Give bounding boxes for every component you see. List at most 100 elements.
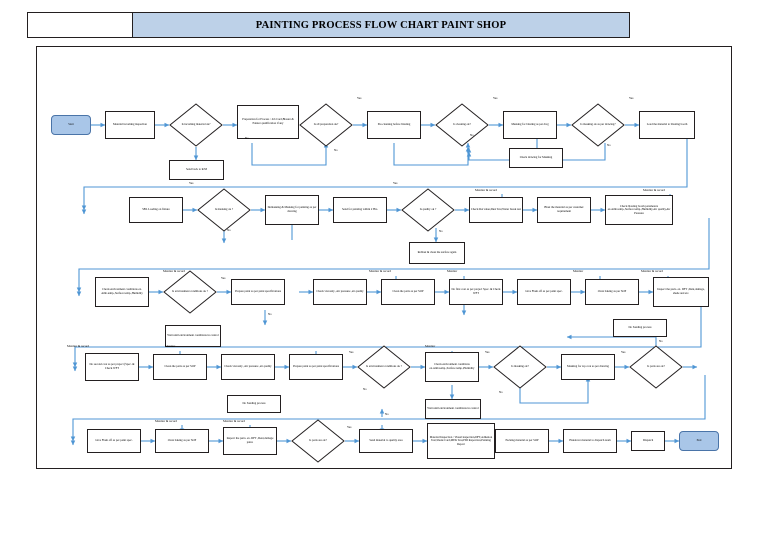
node-give-flash-off-row3[interactable]: Give Flash off as per paint spec. [517,279,571,305]
node-is-incoming-material-ok[interactable]: Is incoming material ok? [169,103,223,147]
node-dispatch[interactable]: Dispatch [631,431,665,451]
node-masking-for-top-coat[interactable]: Masking for top coat as per drawing [561,354,615,380]
decision-label: Is environment conditions ok ? [366,364,402,369]
decision-label: Is incoming material ok? [181,122,211,127]
node-do-second-coat[interactable]: Do second coat as per project (Spec. & C… [85,353,139,381]
edge-label-no-7: No [268,312,272,316]
edge-label-yes-4: Yes [189,181,194,185]
node-is-masking-ok-row2[interactable]: Is masking ok ? [197,188,251,232]
edge-label-yes-7: Yes [349,350,354,354]
decision-label: Is cleaning ok? [453,122,471,127]
edge-label-no-6: No [439,229,443,233]
edge-label-yes-2: Yes [493,96,498,100]
decision-label: Is masking ok ? [214,207,234,212]
edge-label-no-10: No [659,339,663,343]
node-demasking-and-masking-for-painting[interactable]: Demasking & Masking for painting as per … [265,195,319,225]
node-prepare-paint-row3[interactable]: Prepare paint as per paint specification… [231,279,285,305]
node-do-sanding-process-row4[interactable]: Do Sanding process [613,319,667,337]
edge-label-yes-1: Yes [357,96,362,100]
decision-label: Is all preparation ok? [313,122,339,127]
annotation-monitor-record-9: Monitor & record [223,419,245,423]
node-clean-the-parts-row3[interactable]: Clean the parts as per SOP [381,279,435,305]
node-send-for-painting-within-2hrs[interactable]: Send for painting within 2 Hrs. [333,197,387,223]
edge-label-no-11: No [385,412,389,416]
node-sbl-loading-on-fixture[interactable]: SBL Loading on fixture [129,197,183,223]
flowchart-canvas: Start Material incoming inspection Is in… [36,46,732,469]
node-start[interactable]: Start [51,115,91,135]
node-wait-until-env-conditions-row3[interactable]: Wait until environment conditions in con… [165,325,221,347]
node-do-sanding-process-row5[interactable]: Do Sanding process [227,395,281,413]
edge-label-no-8: No [363,387,367,391]
edge-label-no-3: No [470,133,474,137]
node-packing-material[interactable]: Packing material as per SOP [495,429,549,453]
annotation-monitor-1: Monitor [447,269,458,273]
node-load-material-to-blasting-booth[interactable]: Load the material to blasting booth [639,111,695,139]
node-material-inspection[interactable]: Material Inspection : Visual inspection,… [427,423,495,459]
node-prepare-paint-row4[interactable]: Prepare paint as per paint specification… [289,354,343,380]
annotation-monitor-record-5: Monitor [573,269,584,273]
title-bar: PAINTING PROCESS FLOW CHART PAINT SHOP [27,12,630,38]
decision-label: Is masking ok? [511,364,529,369]
node-oven-baking-row5[interactable]: Oven baking as per SOP [155,429,209,453]
annotation-monitor-3: Monitor [165,344,176,348]
node-send-material-to-quality-area[interactable]: Send material to quality area [359,429,413,453]
node-clean-the-parts-row4[interactable]: Clean the parts as per SOP [153,354,207,380]
edge-label-no-4: No [607,143,611,147]
node-inspect-the-parts-row5[interactable]: Inspect the parts. ex. DFT ,Dent,damage … [223,427,277,455]
node-check-drawing-for-masking[interactable]: Check drawing for Masking [509,148,563,168]
node-inspect-the-parts-row3[interactable]: Inspect the parts. ex. DFT ,Dent,damage,… [653,277,709,307]
node-masking-for-blasting[interactable]: Masking for blasting as per dwg [503,111,557,139]
node-check-ra-value-dust-test[interactable]: Check RA value,Dust Test,Water break tes… [469,197,523,223]
node-is-cleaning-ok[interactable]: Is cleaning ok? [435,103,489,147]
annotation-monitor-record-8: Monitor & record [155,419,177,423]
node-check-viscosity-row4[interactable]: Check viscosity ,Air pressure ,air quali… [221,354,275,380]
node-is-environment-conditions-ok-row3[interactable]: Is environment conditions ok ? [163,270,217,314]
edge-label-no-5: No [227,228,231,232]
node-wait-until-env-conditions-row4[interactable]: Wait until environment conditions in con… [425,399,481,419]
node-is-parts-are-ok-row4[interactable]: Is parts are ok? [629,345,683,389]
annotation-monitor-record-3: Monitor & record [163,269,185,273]
annotation-monitor-record-2: Monitor & record [643,188,665,192]
decision-label: Is masking ok as per drawing? [580,122,616,127]
decision-label: Is quality ok ? [419,207,437,212]
node-check-environment-conditions-row3[interactable]: Check environment conditions ex. Amb.tem… [95,277,149,307]
node-check-blasting-booth-parameters[interactable]: Check blasting booth parameters ex.Amb.t… [605,195,673,225]
edge-label-no-1: No [245,136,249,140]
edge-label-yes-6: Yes [221,276,226,280]
node-reblast-and-clean-surface[interactable]: Reblast & clean the surface again [409,242,465,264]
page-title: PAINTING PROCESS FLOW CHART PAINT SHOP [133,13,629,37]
node-is-environment-conditions-ok-row4[interactable]: Is environment conditions ok ? [357,345,411,389]
edge-label-yes-10: Yes [347,425,352,429]
node-check-viscosity-row3[interactable]: Check viscosity ,Air pressure ,air quali… [313,279,367,305]
node-give-flash-off-row5[interactable]: Give Flash off as per paint spec. [87,429,141,453]
node-check-environment-conditions-row4[interactable]: Check environment conditions ex.Amb.temp… [425,352,479,382]
node-oven-baking-row3[interactable]: Oven baking as per SOP [585,279,639,305]
node-is-all-preparation-ok[interactable]: Is all preparation ok? [299,103,353,147]
annotation-monitor-record-6: Monitor & record [641,269,663,273]
decision-label: Is parts are ok? [647,364,665,369]
edge-label-yes-5: Yes [393,181,398,185]
edge-label-yes-8: Yes [485,350,490,354]
edge-label-no-9: No [499,390,503,394]
node-blast-material-per-customer-req[interactable]: Blast the material as per customer requi… [537,197,591,223]
title-bar-left-cell [28,13,133,37]
node-preparation-for-process[interactable]: Preparation for Process : Job Card,Blast… [237,105,299,139]
decision-label: Is parts are ok? [309,438,327,443]
annotation-monitor-2: Monitor & record [67,344,89,348]
edge-label-yes-9: Yes [621,350,626,354]
node-handover-material[interactable]: Handover material to dispatch team [563,429,617,453]
node-material-incoming-inspection[interactable]: Material incoming inspection [105,111,155,139]
node-is-masking-ok-row4[interactable]: Is masking ok? [493,345,547,389]
annotation-monitor-record-4: Monitor & record [369,269,391,273]
edge-label-yes-3: Yes [629,96,634,100]
decision-label: Is environment conditions ok ? [172,289,208,294]
node-do-first-coat[interactable]: Do first coat as per project Spec. & Che… [449,279,503,305]
annotation-monitor-record-7: Monitor [425,344,436,348]
node-pre-cleaning-before-blasting[interactable]: Pre-cleaning before blasting [367,111,421,139]
node-is-parts-are-ok-row5[interactable]: Is parts are ok? [291,419,345,463]
edge-label-no-2: No [334,148,338,152]
node-is-quality-ok[interactable]: Is quality ok ? [401,188,455,232]
node-send-back-to-rm[interactable]: Send back to R/M [169,160,224,180]
node-end[interactable]: End [679,431,719,451]
node-is-masking-ok-as-per-drawing[interactable]: Is masking ok as per drawing? [571,103,625,147]
